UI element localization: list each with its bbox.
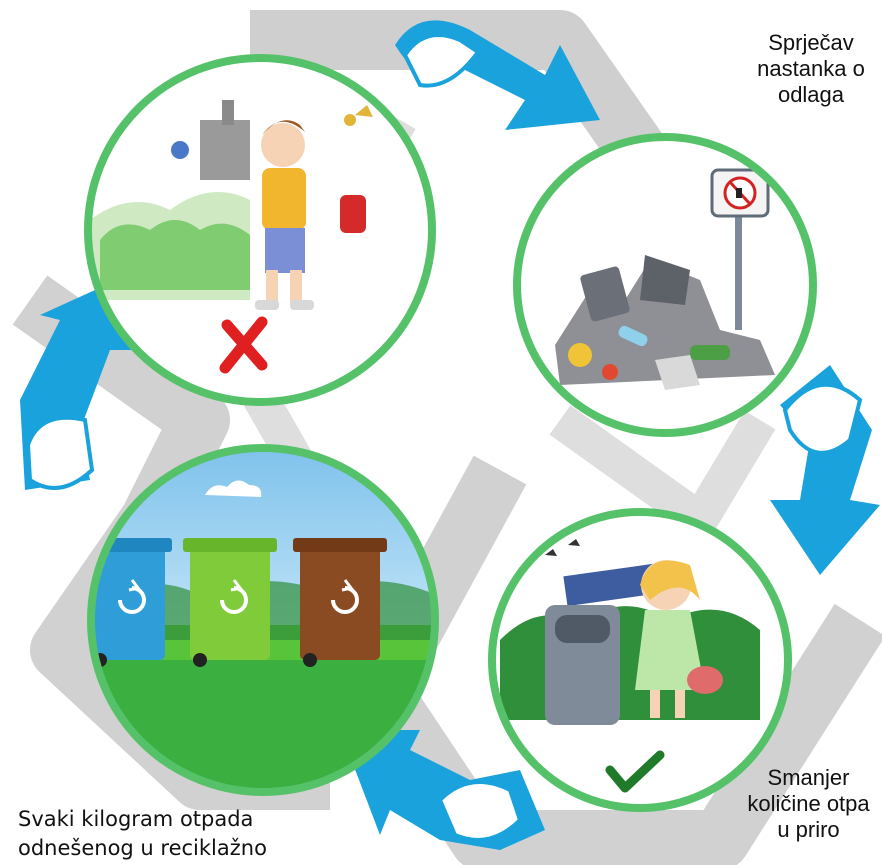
- arrow-top: [395, 20, 600, 131]
- scene-border: [513, 133, 817, 437]
- caption-line: u priro: [777, 817, 840, 842]
- caption-line: odlaga: [777, 82, 845, 107]
- cycle-arrows: [20, 20, 880, 850]
- green-bin: [183, 538, 277, 667]
- scene-girl-bin: [488, 508, 792, 812]
- scene-border: [84, 54, 436, 406]
- cross-mark-icon: [219, 316, 268, 374]
- arrow-right: [770, 365, 880, 575]
- scene-waste-pile: [513, 133, 817, 437]
- recycle-icon: [118, 579, 146, 614]
- caption-bottom-left: Svaki kilogram otpada odnešenog u recikl…: [18, 805, 267, 863]
- caption-line: nastanka o: [757, 56, 865, 81]
- recycle-icon: [220, 579, 248, 614]
- caption-bottom-right: Smanjer količine otpa u priro: [735, 765, 882, 843]
- scene-littering-boy: [84, 54, 436, 406]
- arrow-left: [20, 290, 135, 490]
- caption-line: količine otpa: [747, 791, 870, 816]
- brown-bin: [293, 538, 387, 667]
- caption-top-right: Sprječav nastanka o odlaga: [740, 30, 882, 108]
- scene-border: [488, 508, 792, 812]
- recycle-icon: [331, 579, 359, 614]
- caption-line: Smanjer: [767, 765, 850, 790]
- caption-line: Svaki kilogram otpada: [18, 807, 254, 831]
- arrow-bottom: [340, 730, 545, 850]
- check-mark-icon: [605, 750, 665, 793]
- caption-line: Sprječav: [768, 30, 854, 55]
- no-littering-sign-icon: [710, 168, 770, 218]
- caption-line: odnešenog u reciklažno: [18, 836, 267, 860]
- scene-border: [87, 444, 439, 796]
